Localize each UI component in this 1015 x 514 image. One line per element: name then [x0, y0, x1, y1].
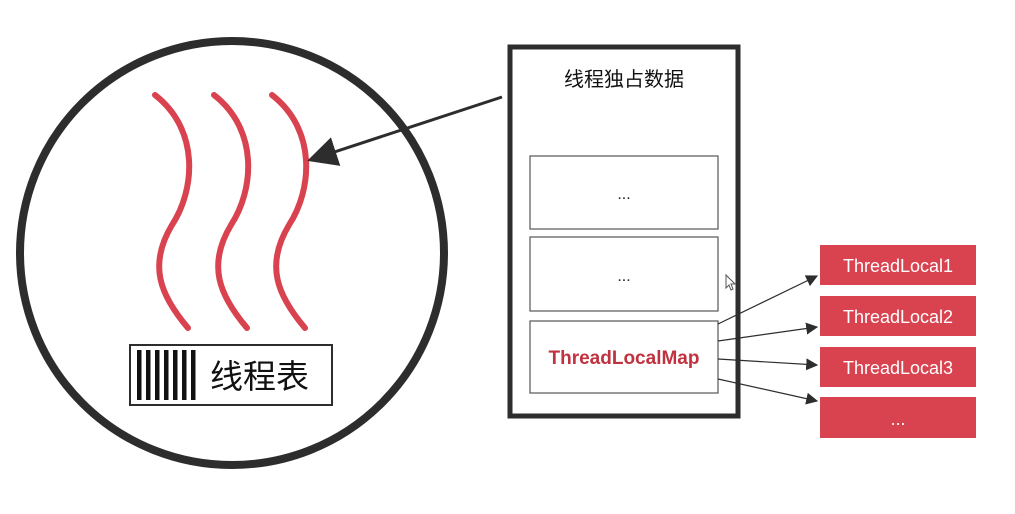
thread-local-box-2 — [820, 296, 976, 336]
thread-wave-icon — [152, 92, 193, 331]
thread-local-box-4 — [820, 397, 976, 438]
thread-local-box-3 — [820, 347, 976, 387]
data-slot-2 — [529, 236, 719, 312]
mouse-cursor-icon — [725, 273, 737, 291]
thread-local-box-1 — [820, 245, 976, 285]
thread-table-box — [129, 344, 333, 406]
thread-wave-icon — [211, 92, 252, 331]
thread-wave-icon — [269, 92, 310, 331]
thread-circle — [16, 37, 448, 469]
thread-circle-group: 线程表 — [16, 37, 448, 469]
thread-local-map-label: ThreadLocalMap — [549, 348, 700, 369]
thread-local-label-1: ThreadLocal1 — [843, 256, 953, 276]
map-arrow-1 — [717, 275, 819, 325]
data-slot-2-label: ... — [617, 268, 630, 285]
thread-local-label-3: ThreadLocal3 — [843, 358, 953, 378]
map-arrow-2 — [717, 322, 819, 342]
barcode-icon — [137, 350, 196, 400]
thread-data-arrow — [307, 95, 503, 166]
thread-data-panel: 线程独占数据 ... ... ThreadLocalMap — [507, 44, 741, 419]
map-arrow-3 — [717, 358, 819, 371]
thread-local-map-slot — [529, 320, 719, 394]
thread-data-title: 线程独占数据 — [564, 67, 684, 91]
thread-local-label-4: ... — [890, 409, 905, 429]
thread-local-list: ThreadLocal1 ThreadLocal2 ThreadLocal3 .… — [820, 245, 976, 438]
data-slot-1-label: ... — [617, 186, 630, 203]
data-slot-1 — [529, 155, 719, 230]
thread-local-label-2: ThreadLocal2 — [843, 307, 953, 327]
thread-table-label: 线程表 — [129, 344, 333, 406]
thread-table-text: 线程表 — [210, 357, 309, 396]
map-arrow-4 — [717, 378, 819, 405]
